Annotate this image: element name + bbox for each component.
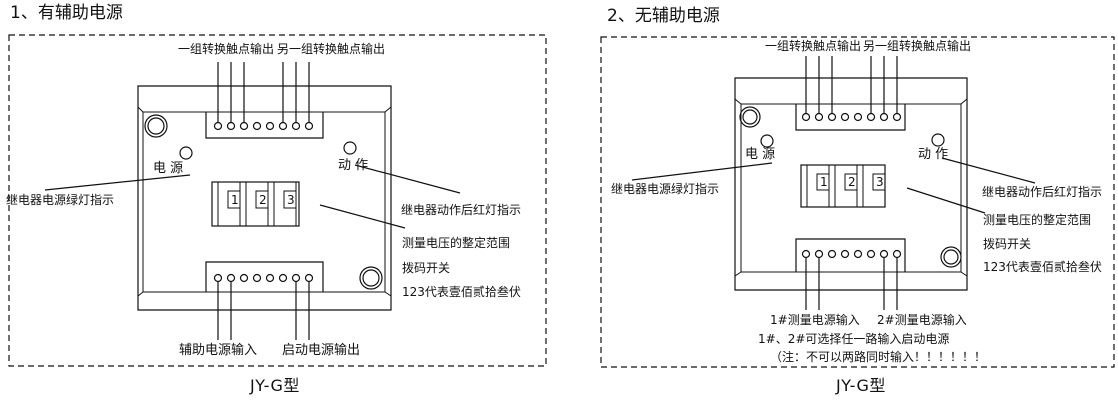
right-dip-label-1: 1	[820, 175, 828, 189]
left-action-led	[343, 141, 357, 155]
right-action-led	[931, 133, 945, 147]
left-dashed-border	[8, 34, 547, 367]
right-top-terminal-block	[795, 104, 906, 131]
left-callout-range: 测量电压的整定范围	[402, 236, 511, 250]
right-callout-range: 测量电压的整定范围	[983, 213, 1092, 227]
left-bottom-label-start-output: 启动电源输出	[282, 343, 361, 358]
left-dip-label-1: 1	[231, 193, 239, 207]
right-device-housing	[734, 77, 968, 291]
right-power-led	[760, 134, 774, 148]
left-screw-bottom-right	[359, 266, 383, 290]
left-top-terminal-block	[205, 112, 324, 139]
right-heading: 2、无辅助电源	[607, 6, 720, 26]
right-callout-red-led: 继电器动作后红灯指示	[982, 185, 1103, 199]
right-power-label: 电 源	[745, 147, 776, 162]
left-dip-label-2: 2	[259, 193, 267, 207]
right-bottom-label-input1: 1#测量电源输入	[770, 313, 860, 327]
left-power-label: 电 源	[153, 161, 184, 176]
right-top-label-group-a: 一组转换触点输出	[765, 39, 862, 53]
left-callout-dip: 拨码开关	[402, 261, 451, 275]
right-screw-bottom-right	[940, 246, 962, 268]
left-bottom-terminal-block	[205, 261, 324, 292]
left-bottom-pins	[213, 273, 314, 283]
right-callout-dip: 拨码开关	[983, 237, 1032, 251]
right-top-label-group-b: 另一组转换触点输出	[863, 39, 972, 53]
right-dip-label-2: 2	[848, 175, 856, 189]
left-callout-digits: 123代表壹佰贰拾叁伏	[402, 285, 521, 299]
left-device-housing	[137, 85, 392, 311]
left-model: JY-G型	[250, 376, 300, 395]
left-action-label: 动 作	[338, 158, 369, 173]
right-dip-label-3: 3	[876, 175, 884, 189]
left-dip-switch	[211, 181, 300, 227]
left-power-led	[179, 146, 193, 160]
left-screw-top-left	[144, 114, 168, 138]
right-top-pins	[801, 112, 902, 122]
left-callout-green-led: 继电器电源绿灯指示	[6, 193, 115, 207]
right-action-label: 动 作	[918, 147, 949, 162]
right-bottom-label-note: （注：不可以两路同时输入！！！！！！	[770, 350, 987, 364]
right-bottom-label-either: 1#、2#可选择任一路输入启动电源	[758, 332, 950, 346]
left-callout-red-led: 继电器动作后红灯指示	[401, 203, 522, 217]
right-screw-top-left	[739, 106, 761, 128]
right-bottom-pins	[801, 249, 902, 259]
left-top-pins	[213, 121, 314, 131]
right-callout-digits: 123代表壹佰贰拾叁伏	[983, 260, 1102, 274]
right-dashed-border	[600, 36, 1115, 368]
left-top-label-group-a: 一组转换触点输出	[178, 42, 275, 56]
left-heading: 1、有辅助电源	[10, 3, 123, 23]
right-model: JY-G型	[836, 376, 886, 395]
right-dip-switch	[800, 164, 886, 208]
left-dip-label-3: 3	[287, 193, 295, 207]
right-bottom-terminal-block	[795, 238, 906, 272]
right-bottom-label-input2: 2#测量电源输入	[877, 313, 967, 327]
right-callout-green-led: 继电器电源绿灯指示	[611, 182, 720, 196]
left-bottom-label-aux-input: 辅助电源输入	[179, 343, 258, 358]
left-top-label-group-b: 另一组转换触点输出	[277, 42, 386, 56]
